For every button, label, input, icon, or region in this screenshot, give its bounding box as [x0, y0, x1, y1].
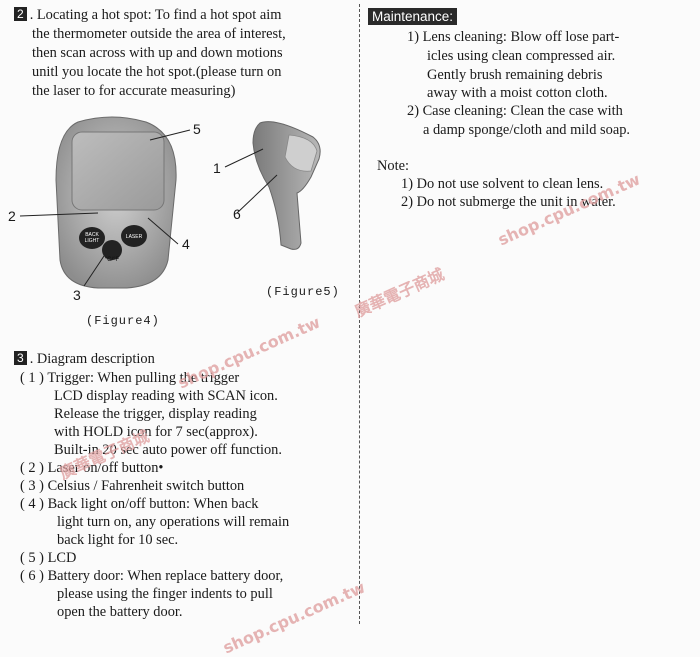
section-3-line: Built-in 20 sec auto power off function. [54, 442, 282, 458]
maintenance-line: a damp sponge/cloth and mild soap. [423, 122, 631, 138]
maintenance-line: 2) Case cleaning: Clean the case with [407, 103, 623, 119]
figure-5-caption: (Figure5) [266, 285, 340, 299]
column-divider [359, 4, 360, 624]
cf-button [102, 240, 122, 260]
section-3-line: Release the trigger, display reading [54, 406, 257, 422]
laser-button [121, 225, 147, 247]
svg-text:LIGHT: LIGHT [85, 238, 100, 244]
svg-text:BACK: BACK [85, 232, 99, 238]
figure-4-caption: (Figure4) [86, 314, 160, 328]
section-3-line: open the battery door. [57, 604, 183, 620]
thermometer-side-illustration [224, 121, 321, 250]
section-3-line: ( 6 ) Battery door: When replace battery… [20, 568, 284, 584]
section-2-line: then scan across with up and down motion… [32, 45, 283, 61]
section-3-title: . Diagram description [29, 351, 155, 367]
section-2-line: the laser to for accurate measuring) [32, 83, 236, 99]
callout-2: 2 [8, 208, 16, 224]
section-3-line: light turn on, any operations will remai… [57, 514, 290, 530]
section-2-number: 2 [14, 7, 27, 21]
thermometer-front-illustration: BACK LIGHT LASER °C/°F [19, 116, 191, 289]
section-2-line: . Locating a hot spot: To find a hot spo… [29, 7, 282, 23]
callout-4: 4 [182, 236, 190, 252]
section-3-number: 3 [14, 351, 27, 365]
section-3-line: back light for 10 sec. [57, 532, 179, 548]
section-3-line: please using the finger indents to pull [57, 586, 273, 602]
maintenance-line: away with a moist cotton cloth. [427, 85, 608, 101]
section-3-line: ( 2 ) Laser on/off button• [20, 460, 164, 476]
watermark: shop.cpu.com.tw [175, 312, 323, 393]
section-3-line: ( 5 ) LCD [20, 550, 77, 566]
section-2-line: unitl you locate the hot spot.(please tu… [32, 64, 282, 80]
maintenance-line: 1) Lens cleaning: Blow off lose part- [407, 29, 620, 45]
svg-text:LASER: LASER [126, 234, 143, 240]
section-3-line: ( 1 ) Trigger: When pulling the trigger [20, 370, 240, 386]
svg-text:°C/°F: °C/°F [105, 257, 120, 263]
callout-5: 5 [193, 121, 201, 137]
callout-6: 6 [233, 206, 241, 222]
note-heading: Note: [377, 158, 409, 174]
callout-3: 3 [73, 287, 81, 303]
section-2-line: the thermometer outside the area of inte… [32, 26, 286, 42]
section-3-line: LCD display reading with SCAN icon. [54, 388, 278, 404]
section-3-line: ( 4 ) Back light on/off button: When bac… [20, 496, 259, 512]
maintenance-line: icles using clean compressed air. [427, 48, 616, 64]
callout-1: 1 [213, 160, 221, 176]
watermark: 廣華電子商城 [351, 264, 448, 322]
maintenance-heading: Maintenance: [368, 8, 458, 25]
section-3-line: ( 3 ) Celsius / Fahrenheit switch button [20, 478, 245, 494]
section-3-line: with HOLD icon for 7 sec(approx). [54, 424, 258, 440]
back-light-button [79, 227, 105, 249]
note-line: 1) Do not use solvent to clean lens. [401, 176, 604, 192]
note-line: 2) Do not submerge the unit in water. [401, 194, 616, 210]
maintenance-line: Gently brush remaining debris [427, 67, 603, 83]
